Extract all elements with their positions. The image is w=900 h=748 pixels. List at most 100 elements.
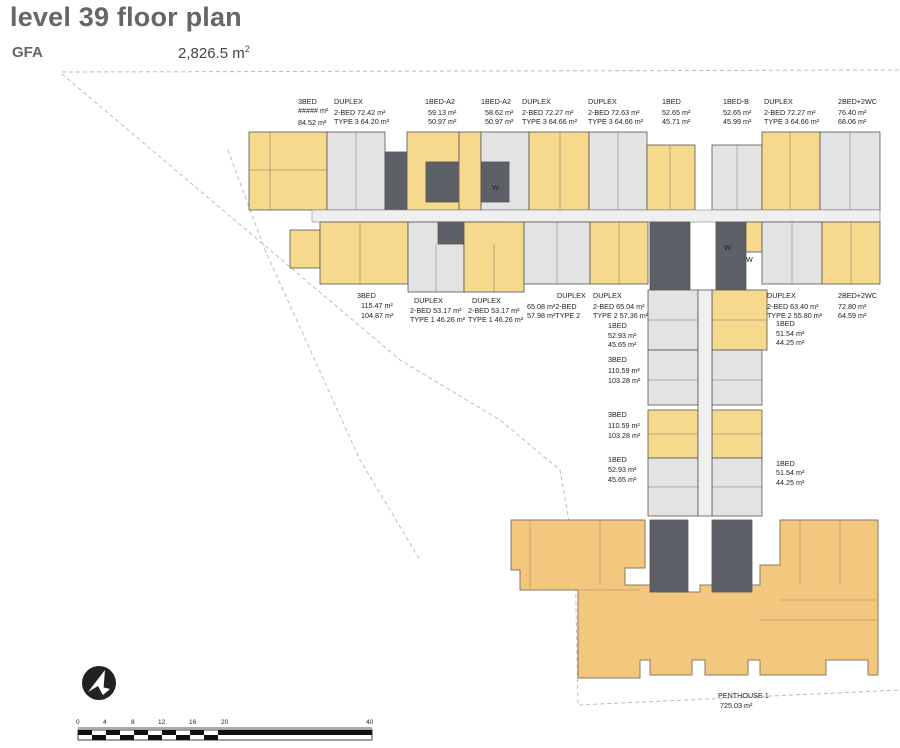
core-mark: W: [746, 255, 753, 264]
svg-text:2-BED 72.42 m²: 2-BED 72.42 m²: [334, 108, 386, 117]
svg-text:2-BED 63.40 m²: 2-BED 63.40 m²: [767, 302, 819, 311]
svg-text:TYPE 1 46.26 m²: TYPE 1 46.26 m²: [468, 315, 524, 324]
svg-text:TYPE 3 64.66 m²: TYPE 3 64.66 m²: [764, 117, 820, 126]
gfa-value: 2,826.5 m2: [178, 44, 250, 62]
svg-text:1BED-B: 1BED-B: [723, 97, 749, 106]
svg-text:44.25 m²: 44.25 m²: [776, 478, 805, 487]
scale-tick: 40: [366, 719, 374, 726]
svg-text:DUPLEX: DUPLEX: [764, 97, 793, 106]
scale-tick: 20: [221, 719, 229, 726]
unit-label: DUPLEX 2-BED 72.42 m²TYPE 3 64.20 m²: [334, 97, 390, 126]
scale-tick: 8: [131, 719, 135, 726]
core-marks: W W W: [492, 183, 753, 264]
svg-text:1BED: 1BED: [662, 97, 681, 106]
core-mark: W: [724, 243, 731, 252]
scale-tick: 12: [158, 719, 166, 726]
svg-text:103.28 m²: 103.28 m²: [608, 431, 641, 440]
svg-text:DUPLEX: DUPLEX: [472, 296, 501, 305]
svg-text:TYPE 2 55.80 m²: TYPE 2 55.80 m²: [767, 311, 823, 320]
svg-text:50.97 m²: 50.97 m²: [485, 117, 514, 126]
svg-text:2-BED 53.17 m²: 2-BED 53.17 m²: [468, 306, 520, 315]
svg-text:68.06 m²: 68.06 m²: [838, 117, 867, 126]
scale-tick: 0: [76, 719, 80, 726]
svg-text:51.54 m²: 51.54 m²: [776, 468, 805, 477]
core-mark: W: [492, 183, 499, 192]
svg-text:DUPLEX: DUPLEX: [334, 97, 363, 106]
north-arrow-icon: [82, 666, 116, 700]
page-title: level 39 floor plan: [10, 2, 242, 32]
wing-second-row: [289, 221, 881, 293]
svg-text:1BED: 1BED: [608, 321, 627, 330]
svg-text:115.47 m²: 115.47 m²: [361, 301, 393, 310]
svg-text:3BED: 3BED: [608, 410, 627, 419]
svg-text:TYPE 3 64.66 m²: TYPE 3 64.66 m²: [522, 117, 578, 126]
svg-text:725.03 m²: 725.03 m²: [720, 701, 753, 710]
svg-text:TYPE 3 64.66 m²: TYPE 3 64.66 m²: [588, 117, 644, 126]
scale-segments: [78, 730, 372, 740]
unit-label: DUPLEX 2-BED 72.27 m²TYPE 3 64.66 m²: [522, 97, 578, 126]
corridor-top: [311, 209, 881, 223]
svg-text:##### m²: ##### m²: [298, 106, 329, 115]
svg-text:104.87 m²: 104.87 m²: [361, 311, 394, 320]
svg-text:2BED+2WC: 2BED+2WC: [838, 97, 877, 106]
svg-text:PENTHOUSE 1: PENTHOUSE 1: [718, 691, 769, 700]
svg-text:51.54 m²: 51.54 m²: [776, 329, 805, 338]
svg-text:TYPE 1 46.26 m²: TYPE 1 46.26 m²: [410, 315, 466, 324]
gfa-value-text: 2,826.5 m: [178, 45, 245, 62]
svg-text:2BED+2WC: 2BED+2WC: [838, 291, 877, 300]
svg-text:65.08 m²2-BED: 65.08 m²2-BED: [527, 302, 577, 311]
svg-text:DUPLEX: DUPLEX: [522, 97, 551, 106]
svg-text:2-BED 72.63 m²: 2-BED 72.63 m²: [588, 108, 640, 117]
unit-label: DUPLEX 2-BED 72.27 m²TYPE 3 64.66 m²: [764, 97, 820, 126]
svg-text:3BED: 3BED: [357, 291, 376, 300]
svg-text:64.59 m²: 64.59 m²: [838, 311, 867, 320]
spine-units: [647, 289, 768, 593]
svg-text:1BED: 1BED: [776, 459, 795, 468]
svg-text:72.80 m²: 72.80 m²: [838, 302, 867, 311]
svg-text:2-BED 72.27 m²: 2-BED 72.27 m²: [764, 108, 816, 117]
svg-text:1BED-A2: 1BED-A2: [481, 97, 511, 106]
svg-text:TYPE 2 57.36 m²: TYPE 2 57.36 m²: [593, 311, 649, 320]
wing-top-row: [248, 131, 881, 211]
svg-text:DUPLEX: DUPLEX: [557, 291, 586, 300]
svg-text:50.97 m²: 50.97 m²: [428, 117, 457, 126]
svg-text:2-BED 72.27 m²: 2-BED 72.27 m²: [522, 108, 574, 117]
svg-text:DUPLEX: DUPLEX: [414, 296, 443, 305]
svg-text:45.71 m²: 45.71 m²: [662, 117, 691, 126]
svg-text:2-BED 65.04 m²: 2-BED 65.04 m²: [593, 302, 645, 311]
svg-text:58.62 m²: 58.62 m²: [485, 108, 514, 117]
svg-text:45.65 m²: 45.65 m²: [608, 340, 637, 349]
svg-text:52.65 m²: 52.65 m²: [723, 108, 752, 117]
gfa-label: GFA: [12, 44, 43, 61]
interior-lines: [249, 132, 852, 488]
svg-text:1BED: 1BED: [608, 455, 627, 464]
svg-text:52.65 m²: 52.65 m²: [662, 108, 691, 117]
svg-text:2-BED 53.17 m²: 2-BED 53.17 m²: [410, 306, 462, 315]
svg-text:110.59 m²: 110.59 m²: [608, 366, 640, 375]
svg-text:76.40 m²: 76.40 m²: [838, 108, 867, 117]
svg-text:44.25 m²: 44.25 m²: [776, 338, 805, 347]
svg-text:3BED: 3BED: [608, 355, 627, 364]
svg-text:52.93 m²: 52.93 m²: [608, 331, 637, 340]
svg-text:1BED-A2: 1BED-A2: [425, 97, 455, 106]
svg-text:TYPE 3 64.20 m²: TYPE 3 64.20 m²: [334, 117, 390, 126]
svg-text:110.59 m²: 110.59 m²: [608, 421, 640, 430]
svg-text:45.99 m²: 45.99 m²: [723, 117, 752, 126]
svg-text:59.13 m²: 59.13 m²: [428, 108, 457, 117]
